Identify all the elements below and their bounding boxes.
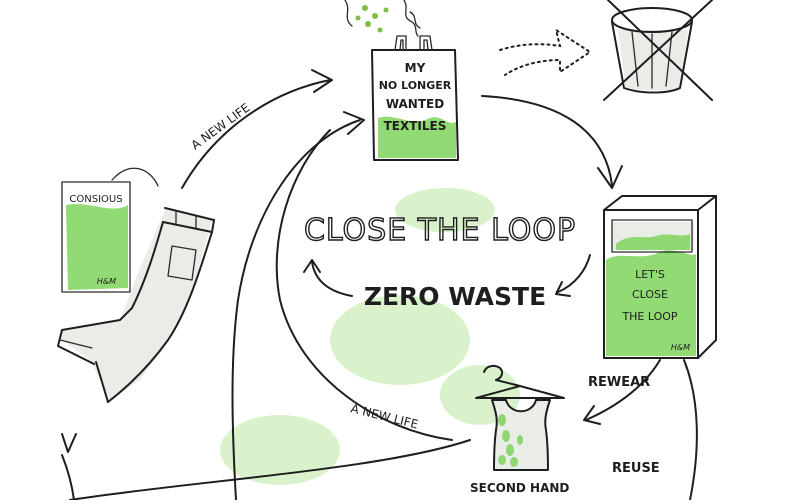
cycle-arrows xyxy=(61,69,698,501)
bag-text-line-2: NO LONGER xyxy=(379,79,452,92)
tag-logo: H&M xyxy=(97,277,116,286)
tag-text: CONSIOUS xyxy=(69,194,122,205)
collection-box-icon: LET'S CLOSE THE LOOP H&M xyxy=(603,195,717,359)
bag-text-line-1: MY xyxy=(405,61,426,75)
leaf-pattern xyxy=(498,414,523,467)
box-text-line-3: THE LOOP xyxy=(621,310,677,323)
tank-top-on-hanger-icon xyxy=(475,364,565,471)
label-a-new-life-bottom: A NEW LIFE xyxy=(349,401,419,431)
box-text-line-2: CLOSE xyxy=(632,288,668,301)
box-text-line-1: LET'S xyxy=(635,268,665,281)
sparkle-dots xyxy=(344,0,421,37)
diagram-title: CLOSE THE LOOP xyxy=(304,213,576,248)
bag-text-line-4: TEXTILES xyxy=(384,119,447,133)
dotted-arrow-icon xyxy=(499,27,592,76)
jeans-icon xyxy=(57,207,215,403)
crossed-out-trash-bin-icon xyxy=(603,0,713,101)
shopping-bag-icon: MY NO LONGER WANTED TEXTILES xyxy=(344,0,459,161)
background-wash xyxy=(220,188,520,485)
diagram-subtitle: ZERO WASTE xyxy=(364,282,546,311)
hang-tag-icon: CONSIOUS H&M xyxy=(61,167,159,293)
box-logo: H&M xyxy=(671,343,690,352)
label-second-hand: SECOND HAND xyxy=(470,481,569,495)
label-a-new-life-top: A NEW LIFE xyxy=(189,101,253,153)
label-reuse: REUSE xyxy=(612,461,660,476)
bag-text-line-3: WANTED xyxy=(386,97,444,111)
label-rewear: REWEAR xyxy=(588,375,650,390)
